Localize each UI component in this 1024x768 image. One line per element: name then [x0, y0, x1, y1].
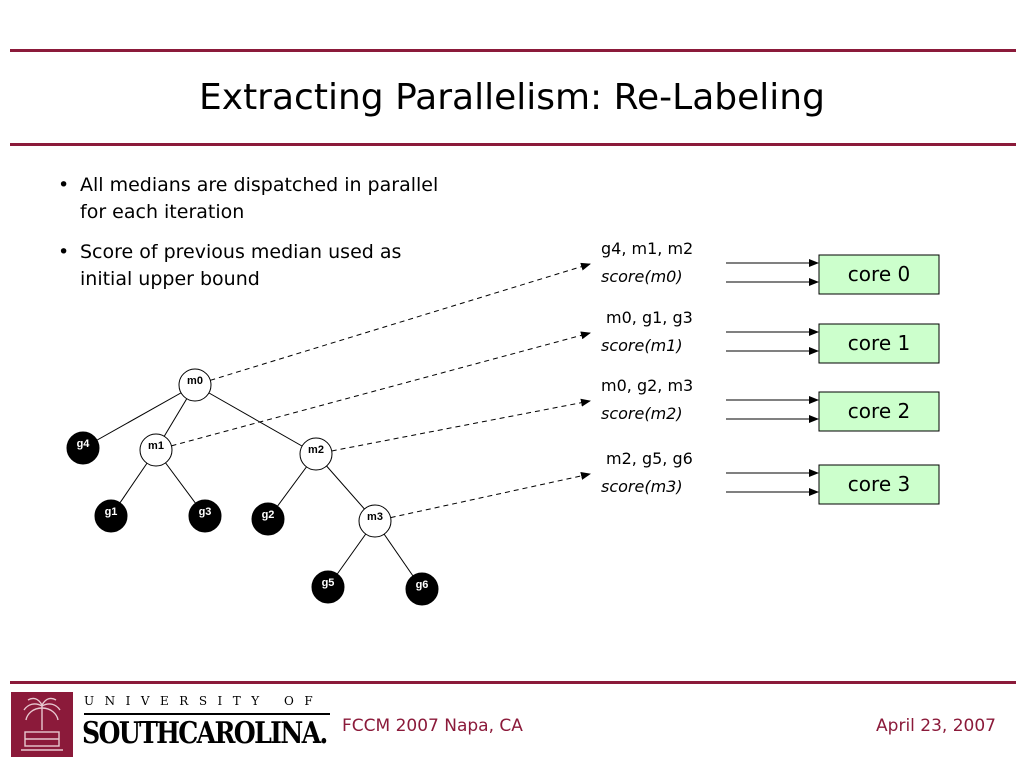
svg-text:g2: g2 [262, 509, 275, 521]
university-wordmark-name: SOUTHCAROLINA. [82, 716, 328, 751]
bullet-list: All medians are dispatched in parallel f… [58, 172, 458, 306]
university-wordmark-top: UNIVERSITY OF [84, 694, 324, 708]
dispatch-score-label: score(m3) [601, 477, 683, 496]
wordmark-divider [84, 713, 330, 715]
dispatch-arrows [171, 262, 591, 519]
dispatch-arrow-m3 [390, 472, 591, 519]
title-underline [10, 143, 1016, 146]
core-box [818, 464, 940, 505]
footer-date: April 23, 2007 [876, 716, 996, 736]
dispatch-group-0: g4, m1, m2 score(m0) core 0 [601, 239, 940, 295]
bullet-item: Score of previous median used as initial… [58, 239, 458, 293]
dispatch-group-3: m2, g5, g6 score(m3) core 3 [601, 449, 940, 505]
tree-node-g2: g2 [251, 502, 285, 536]
svg-text:m0: m0 [187, 375, 203, 387]
tree-node-m3: m3 [358, 504, 392, 538]
svg-text:m2: m2 [308, 444, 324, 456]
svg-text:g4: g4 [77, 438, 91, 450]
tree-node-g1: g1 [94, 499, 128, 533]
svg-text:g5: g5 [322, 577, 335, 589]
dispatch-inputs-label: m2, g5, g6 [606, 449, 693, 468]
tree-nodes: m0 g4 m1 m2 g1 g3 g2 m3 g5 g6 [66, 368, 439, 606]
dispatch-arrow-m1 [171, 331, 591, 447]
core-label: core 2 [848, 399, 910, 423]
core-label: core 3 [848, 472, 910, 496]
core-box [818, 254, 940, 295]
tree-node-m2: m2 [299, 437, 333, 471]
bottom-rule [10, 681, 1016, 684]
dispatch-score-label: score(m2) [601, 404, 683, 423]
dispatch-score-label: score(m0) [601, 267, 683, 286]
dispatch-groups: g4, m1, m2 score(m0) core 0 m0, g1, g3 score… [601, 239, 940, 505]
svg-text:m3: m3 [367, 511, 383, 523]
dispatch-diagram: m0 g4 m1 m2 g1 g3 g2 m3 g5 g6 g4, m1, m2 score(m0)… [66, 239, 940, 606]
dispatch-score-label: score(m1) [601, 336, 683, 355]
dispatch-inputs-label: m0, g1, g3 [606, 308, 693, 327]
tree-edge-m0-m2 [194, 384, 317, 455]
tree-node-g5: g5 [311, 570, 345, 604]
tree-edge-m0-g4 [82, 384, 196, 449]
core-label: core 0 [848, 262, 910, 286]
svg-text:g1: g1 [105, 506, 118, 518]
tree-node-m1: m1 [139, 433, 173, 467]
slide-title: Extracting Parallelism: Re-Labeling [199, 77, 825, 118]
svg-text:m1: m1 [148, 440, 164, 452]
svg-text:g6: g6 [416, 579, 429, 591]
dispatch-arrow-m2 [331, 398, 591, 452]
tree-edges [82, 384, 423, 590]
footer-event: FCCM 2007 Napa, CA [342, 716, 523, 736]
top-rule [10, 49, 1016, 52]
dispatch-arrow-m0 [210, 262, 591, 381]
core-box [818, 323, 940, 364]
tree-node-m0: m0 [178, 368, 212, 402]
core-box [818, 391, 940, 432]
tree-node-g3: g3 [188, 499, 222, 533]
bullet-item: All medians are dispatched in parallel f… [58, 172, 458, 226]
core-label: core 1 [848, 331, 910, 355]
dispatch-inputs-label: m0, g2, m3 [601, 376, 693, 395]
dispatch-group-2: m0, g2, m3 score(m2) core 2 [601, 376, 940, 432]
svg-text:g3: g3 [199, 506, 212, 518]
dispatch-group-1: m0, g1, g3 score(m1) core 1 [601, 308, 940, 364]
tree-node-g4: g4 [66, 431, 100, 465]
usc-seal-logo [11, 692, 73, 757]
tree-node-g6: g6 [405, 572, 439, 606]
dispatch-inputs-label: g4, m1, m2 [601, 239, 693, 258]
